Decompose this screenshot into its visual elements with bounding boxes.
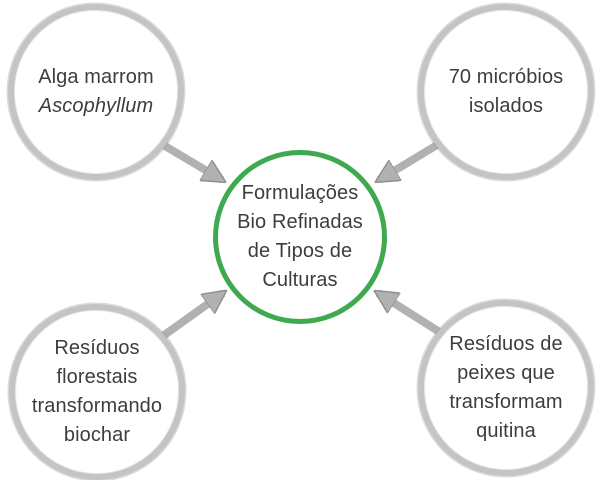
- node-formulacoes-center-label: Formulações Bio Refinadas de Tipos de Cu…: [237, 179, 363, 295]
- node-microbios-isolados: 70 micróbios isolados: [418, 4, 594, 180]
- node-line: isolados: [468, 95, 544, 117]
- node-line: quitina: [476, 420, 536, 442]
- node-residuos-florestais-label: Resíduos florestais transformando biocha…: [32, 334, 162, 450]
- node-line: transformam: [449, 391, 563, 413]
- node-line: peixes que: [457, 362, 555, 384]
- node-alga-marrom: Alga marrom Ascophyllum: [8, 4, 184, 180]
- node-residuos-florestais: Resíduos florestais transformando biocha…: [9, 304, 185, 480]
- node-line: Alga marrom: [38, 66, 154, 88]
- node-line: biochar: [63, 424, 131, 446]
- node-line: Culturas: [262, 269, 338, 291]
- arrow-bottom-left-to-center: [153, 293, 223, 345]
- node-line-species: Ascophyllum: [38, 95, 154, 117]
- node-line: Resíduos de: [449, 333, 563, 355]
- node-residuos-peixes-label: Resíduos de peixes que transformam quiti…: [449, 330, 562, 446]
- node-microbios-isolados-label: 70 micróbios isolados: [449, 63, 564, 121]
- node-line: 70 micróbios: [448, 66, 564, 88]
- node-line: Formulações: [241, 182, 359, 204]
- node-formulacoes-center: Formulações Bio Refinadas de Tipos de Cu…: [213, 150, 387, 324]
- node-line: de Tipos de: [247, 240, 353, 262]
- node-alga-marrom-label: Alga marrom Ascophyllum: [38, 63, 154, 121]
- node-line: Resíduos: [54, 337, 140, 359]
- node-line: florestais: [56, 366, 138, 388]
- arrow-top-left-to-center: [152, 136, 222, 184]
- node-line: Bio Refinadas: [237, 211, 363, 233]
- node-line: transformando: [31, 395, 163, 417]
- node-residuos-peixes: Resíduos de peixes que transformam quiti…: [418, 300, 594, 476]
